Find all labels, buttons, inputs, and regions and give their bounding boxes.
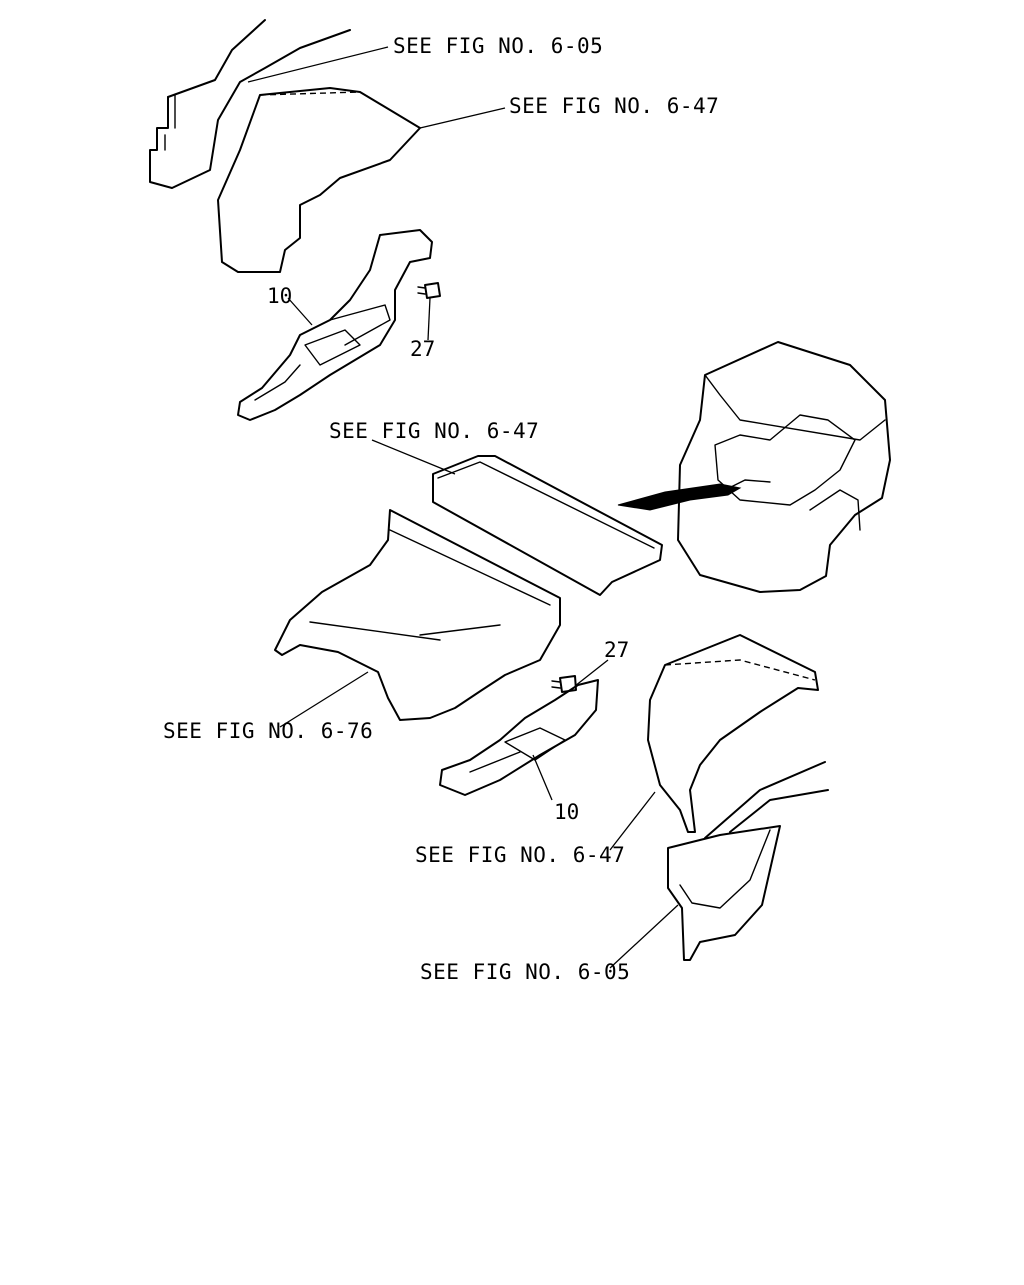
callout-mid-fig-647: SEE FIG NO. 6-47 (329, 419, 539, 443)
rear-shelf-panel (432, 455, 663, 596)
upper-bolt (417, 282, 441, 299)
lower-inner-panel (647, 634, 819, 833)
part-number-lower-bracket: 10 (554, 800, 579, 824)
upper-body-side-panel (149, 19, 351, 189)
upper-inner-panel (217, 87, 421, 273)
callout-left-fig-676: SEE FIG NO. 6-76 (163, 719, 373, 743)
vehicle-body-overview (677, 341, 891, 593)
part-number-upper-bolt: 27 (410, 337, 435, 361)
upper-mount-bracket (237, 229, 433, 421)
callout-top-fig-647: SEE FIG NO. 6-47 (509, 94, 719, 118)
pointer-arrow (617, 483, 742, 511)
lower-bolt (551, 675, 577, 693)
rear-floor-panel (274, 509, 561, 721)
callout-bottom-fig-647: SEE FIG NO. 6-47 (415, 843, 625, 867)
lower-mount-bracket (439, 679, 599, 796)
callout-bottom-fig-605: SEE FIG NO. 6-05 (420, 960, 630, 984)
lower-body-side-panel (667, 761, 829, 961)
part-number-lower-bolt: 27 (604, 638, 629, 662)
part-number-upper-bracket: 10 (267, 284, 292, 308)
callout-top-fig-605: SEE FIG NO. 6-05 (393, 34, 603, 58)
leader-lines (247, 46, 679, 969)
